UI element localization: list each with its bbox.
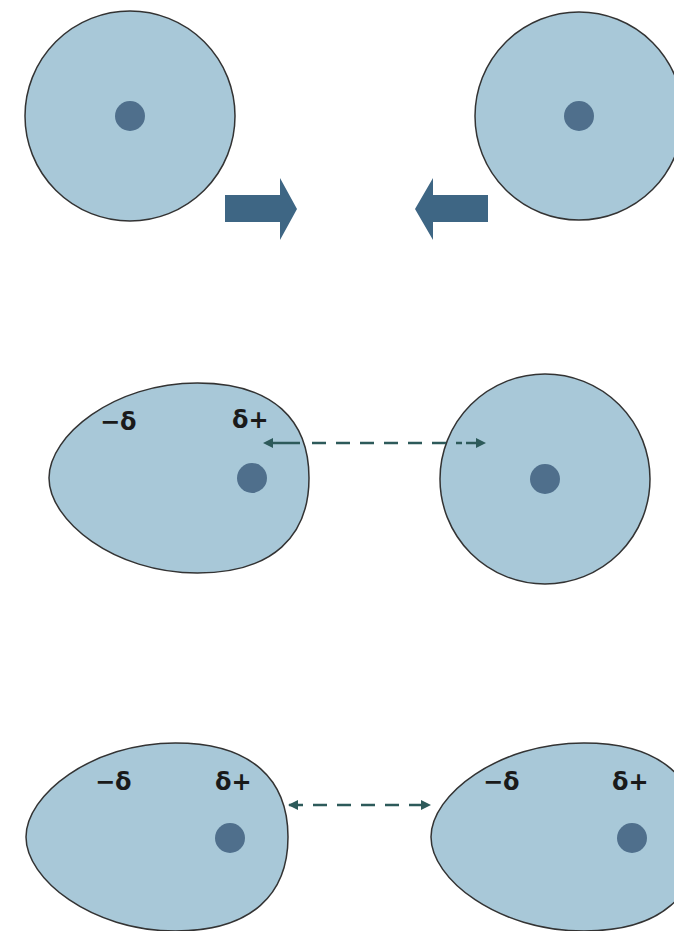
partial-charge: δ+ [215,768,252,796]
nucleus [237,463,267,493]
approach-arrow [415,178,488,240]
nucleus [617,823,647,853]
small-arrow-head [263,438,273,448]
nucleus [115,101,145,131]
partial-charge: −δ [100,408,137,436]
approach-arrow [225,178,297,240]
nucleus [564,101,594,131]
small-arrow [271,442,300,445]
atom-cloud [440,374,650,584]
atom-cloud [25,11,235,221]
partial-charge: δ+ [232,406,269,434]
cloud-outline [49,383,309,573]
polarized-atom: −δ δ+ [430,742,674,931]
cloud-outline [26,743,288,931]
atom-cloud [475,12,674,220]
polarized-atom: −δ δ+ [25,742,289,931]
small-arrow-head [476,438,486,448]
polarized-atom: −δ δ+ [48,382,310,574]
partial-charge: δ+ [612,768,649,796]
nucleus [215,823,245,853]
cloud-outline [431,743,674,931]
attraction-line [289,804,430,807]
electron-cloud [48,382,310,574]
partial-charge: −δ [483,768,520,796]
attraction-line [312,442,462,445]
partial-charge: −δ [95,768,132,796]
nucleus [530,464,560,494]
